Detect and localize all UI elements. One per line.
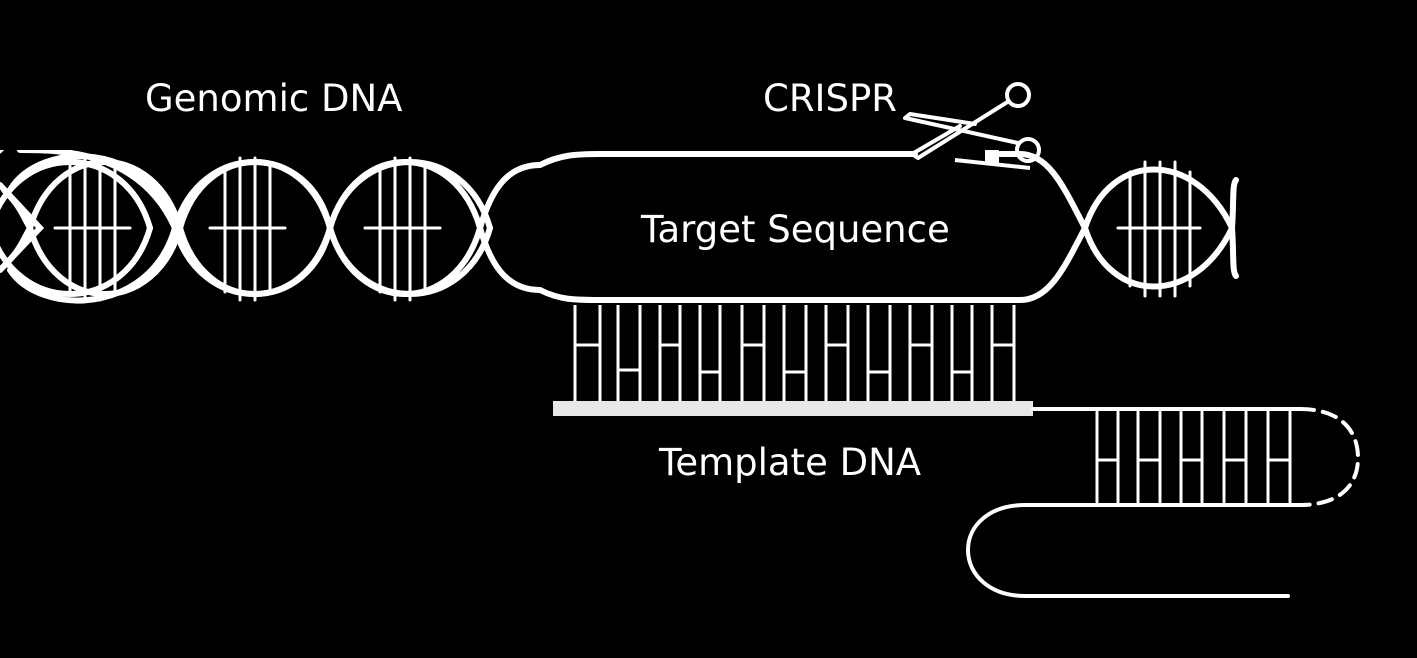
template-dna-bar: [553, 401, 1033, 416]
genomic-dna-label: Genomic DNA: [145, 77, 403, 120]
scissors-icon: [903, 82, 1041, 163]
target-sequence-label: Target Sequence: [641, 208, 950, 251]
template-rungs: [573, 305, 1016, 402]
right-helix: [1082, 160, 1239, 298]
helix-rungs: [53, 156, 442, 302]
target-sequence-bubble: [537, 151, 1088, 303]
crispr-label: CRISPR: [763, 77, 897, 120]
cut-site: [954, 150, 1031, 170]
template-hairpin: [965, 407, 1361, 598]
genomic-dna-strands: [1, 159, 543, 297]
template-dna-label: Template DNA: [659, 441, 922, 484]
